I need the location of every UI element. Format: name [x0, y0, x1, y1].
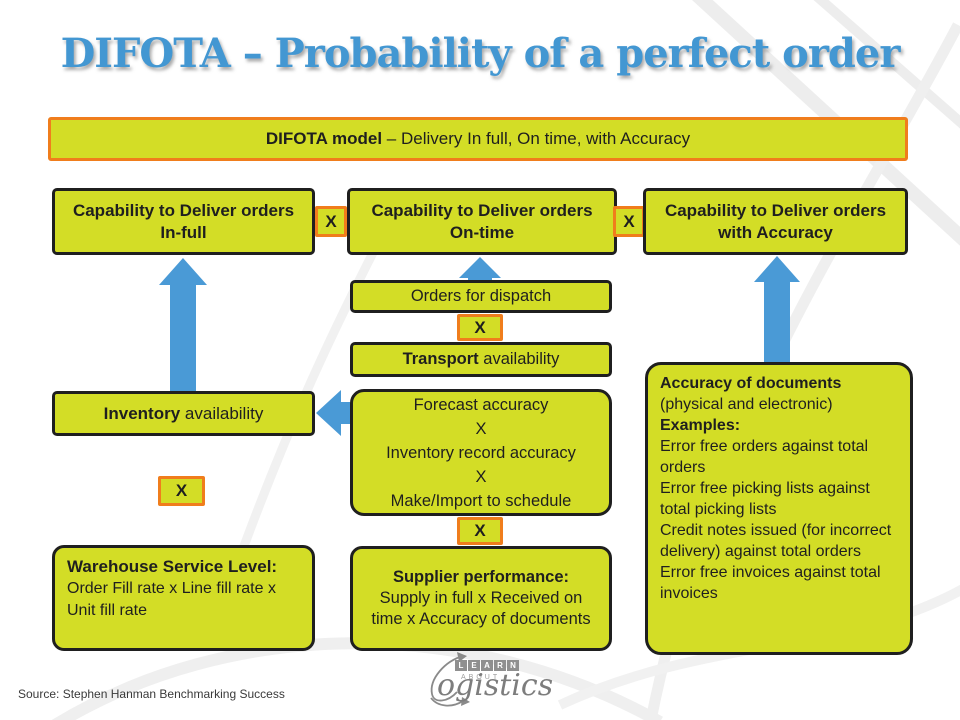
- capability-in-full-box: Capability to Deliver orders In-full: [52, 188, 315, 255]
- accuracy-subheading: (physical and electronic): [660, 396, 833, 413]
- logo-letter-tile: E: [468, 660, 480, 671]
- arrow-up-middle-icon: [459, 257, 501, 280]
- accuracy-of-documents-box: Accuracy of documents (physical and elec…: [645, 362, 913, 655]
- logo-letter-tile: R: [494, 660, 506, 671]
- forecast-line: Inventory record accuracy: [386, 443, 576, 462]
- arrow-up-right-icon: [754, 256, 800, 362]
- examples-label: Examples:: [660, 417, 741, 434]
- multiply-box-middle-2: X: [457, 517, 503, 545]
- warehouse-service-level-box: Warehouse Service Level: Order Fill rate…: [52, 545, 315, 651]
- logo-learn-tiles: L E A R N: [455, 660, 520, 671]
- forecast-line: Forecast accuracy: [413, 395, 549, 414]
- arrow-left-icon: [316, 390, 350, 436]
- transport-bold-text: Transport: [402, 350, 479, 369]
- orders-for-dispatch-box: Orders for dispatch: [350, 280, 612, 313]
- multiply-box-top-1: X: [315, 206, 347, 237]
- supplier-heading: Supplier performance:: [392, 568, 570, 586]
- inventory-rest-text: availability: [180, 403, 264, 423]
- example-item: Error free invoices against total invoic…: [660, 564, 881, 602]
- forecast-line: Make/Import to schedule: [390, 491, 572, 510]
- source-attribution: Source: Stephen Hanman Benchmarking Succ…: [18, 687, 285, 701]
- example-item: Error free orders against total orders: [660, 438, 869, 476]
- supplier-performance-box: Supplier performance: Supply in full x R…: [350, 546, 612, 651]
- supplier-body: Supply in full x Received on time x Accu…: [371, 589, 591, 628]
- logo-letter-tile: N: [507, 660, 519, 671]
- example-item: Credit notes issued (for incorrect deliv…: [660, 522, 892, 560]
- logo-about-text: ABOUT: [461, 674, 501, 681]
- page-title: DIFOTA – Probability of a perfect order: [60, 30, 901, 77]
- example-item: Error free picking lists against total p…: [660, 480, 870, 518]
- logo-swoosh-icon: [430, 652, 470, 707]
- warehouse-body: Order Fill rate x Line fill rate x Unit …: [67, 580, 276, 619]
- forecast-line: X: [475, 419, 487, 438]
- forecast-line: X: [475, 467, 487, 486]
- arrow-up-left-icon: [159, 258, 207, 391]
- multiply-box-top-2: X: [613, 206, 645, 237]
- logo-letter-tile: A: [481, 660, 493, 671]
- forecast-accuracy-box: Forecast accuracy X Inventory record acc…: [350, 389, 612, 516]
- inventory-bold-text: Inventory: [103, 403, 181, 423]
- transport-rest-text: availability: [478, 350, 560, 369]
- logo-logistics-text: ogistics: [437, 668, 554, 703]
- banner-bold-text: DIFOTA model: [265, 129, 383, 149]
- capability-on-time-box: Capability to Deliver orders On-time: [347, 188, 617, 255]
- difota-model-banner: DIFOTA model – Delivery In full, On time…: [48, 117, 908, 161]
- warehouse-heading: Warehouse Service Level:: [67, 557, 278, 576]
- inventory-availability-box: Inventory availability: [52, 391, 315, 436]
- accuracy-heading: Accuracy of documents: [660, 375, 842, 392]
- capability-accuracy-box: Capability to Deliver orders with Accura…: [643, 188, 908, 255]
- transport-availability-box: Transport availability: [350, 342, 612, 377]
- multiply-box-middle-1: X: [457, 314, 503, 341]
- multiply-box-left: X: [158, 476, 205, 506]
- banner-rest-text: – Delivery In full, On time, with Accura…: [382, 129, 691, 149]
- logo-letter-tile: L: [455, 660, 467, 671]
